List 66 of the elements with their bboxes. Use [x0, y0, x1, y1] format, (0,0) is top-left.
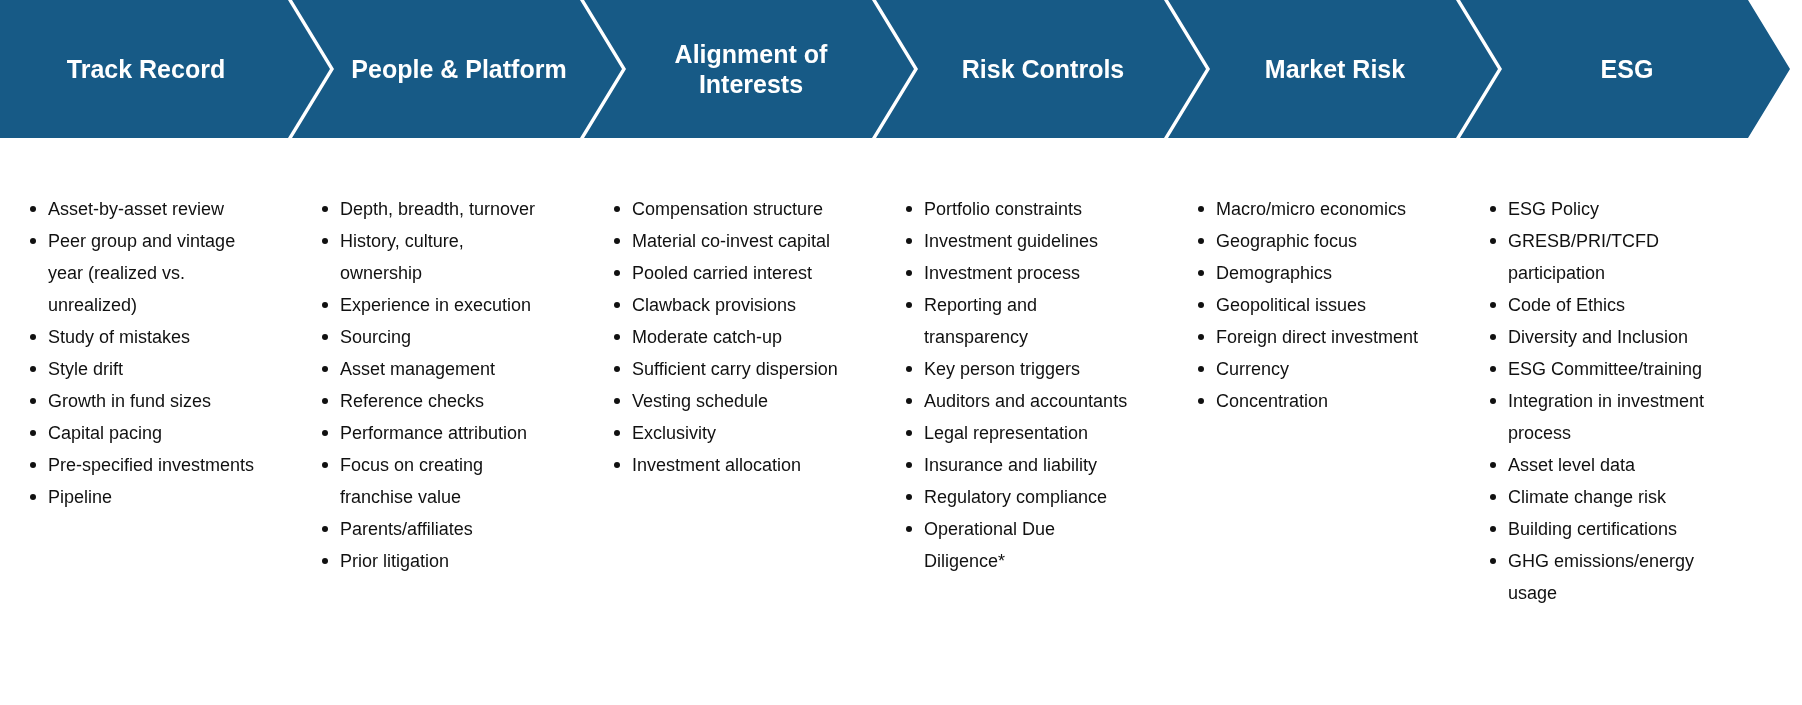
bullet-text: Capital pacing — [48, 423, 163, 443]
chevron-step — [584, 0, 914, 138]
bullet-text: Foreign direct investment — [1216, 327, 1419, 347]
bullet-text: Geographic focus — [1216, 231, 1358, 251]
bullet-text: Growth in fund sizes — [48, 391, 212, 411]
bullet-text: Demographics — [1216, 263, 1333, 283]
bullet-text: GRESB/PRI/TCFD participation — [1508, 231, 1659, 283]
bullet-text: Legal representation — [924, 423, 1089, 443]
bullet-text: Integration in investment process — [1508, 391, 1705, 443]
bullet-text: Investment process — [924, 263, 1081, 283]
step-title: People & Platform — [351, 54, 567, 84]
bullet-text: Investment allocation — [632, 455, 802, 475]
bullet-text: Asset management — [340, 359, 496, 379]
bullet-text: Experience in execution — [340, 295, 532, 315]
bullet-text: Concentration — [1216, 391, 1329, 411]
bullet-text: Investment guidelines — [924, 231, 1099, 251]
chevron-step — [876, 0, 1206, 138]
bullet-text: Sourcing — [340, 327, 412, 347]
bullet-text: Pipeline — [48, 487, 113, 507]
step-title: Alignment of Interests — [673, 39, 829, 99]
bullet-text: Building certifications — [1508, 519, 1678, 539]
chevron-step — [0, 0, 330, 138]
bullet-text: History, culture, ownership — [340, 231, 464, 283]
bullet-text: Peer group and vintage year (realized vs. unrealized) — [48, 231, 236, 315]
chevron-step — [1168, 0, 1498, 138]
bullet-text: Portfolio constraints — [924, 199, 1083, 219]
bullet-text: Performance attribution — [340, 423, 528, 443]
bullet-text: Insurance and liability — [924, 455, 1098, 475]
bullet-text: Macro/micro economics — [1216, 199, 1407, 219]
step-title: Market Risk — [1264, 54, 1406, 84]
bullet-text: Exclusivity — [632, 423, 716, 443]
bullet-text: Moderate catch-up — [632, 327, 783, 347]
bullet-text: Clawback provisions — [632, 295, 797, 315]
bullet-text: Regulatory compliance — [924, 487, 1108, 507]
bullet-text: ESG Policy — [1508, 199, 1600, 219]
bullet-text: Currency — [1216, 359, 1290, 379]
bullet-text: Asset-by-asset review — [48, 199, 225, 219]
bullet-text: GHG emissions/energy usage — [1508, 551, 1695, 603]
bullet-text: Diversity and Inclusion — [1508, 327, 1689, 347]
bullet-text: Material co-invest capital — [632, 231, 831, 251]
chevron-step — [292, 0, 622, 138]
bullet-text: Asset level data — [1508, 455, 1636, 475]
bullet-text: Compensation structure — [632, 199, 824, 219]
bullet-text: Vesting schedule — [632, 391, 769, 411]
bullet-text: Reporting and transparency — [924, 295, 1038, 347]
step-title: Risk Controls — [961, 54, 1125, 84]
bullet-text: Focus on creating franchise value — [340, 455, 484, 507]
bullet-text: Pre-specified investments — [48, 455, 255, 475]
bullet-text: Style drift — [48, 359, 124, 379]
bullet-text: Key person triggers — [924, 359, 1081, 379]
bullet-text: ESG Committee/training — [1508, 359, 1703, 379]
bullet-text: Reference checks — [340, 391, 485, 411]
bullet-text: Sufficient carry dispersion — [632, 359, 838, 379]
bullet-text: Prior litigation — [340, 551, 450, 571]
bullet-text: Operational Due Diligence* — [924, 519, 1056, 571]
bullet-text: Pooled carried interest — [632, 263, 813, 283]
bullet-text: Auditors and accountants — [924, 391, 1128, 411]
bullet-text: Study of mistakes — [48, 327, 191, 347]
chevron-step — [1460, 0, 1790, 138]
bullet-text: Depth, breadth, turnover — [340, 199, 536, 219]
bullet-text: Parents/affiliates — [340, 519, 473, 539]
step-title: Track Record — [66, 54, 226, 84]
step-title: ESG — [1600, 54, 1654, 84]
bullet-text: Climate change risk — [1508, 487, 1667, 507]
bullet-text: Geopolitical issues — [1216, 295, 1367, 315]
bullet-text: Code of Ethics — [1508, 295, 1626, 315]
